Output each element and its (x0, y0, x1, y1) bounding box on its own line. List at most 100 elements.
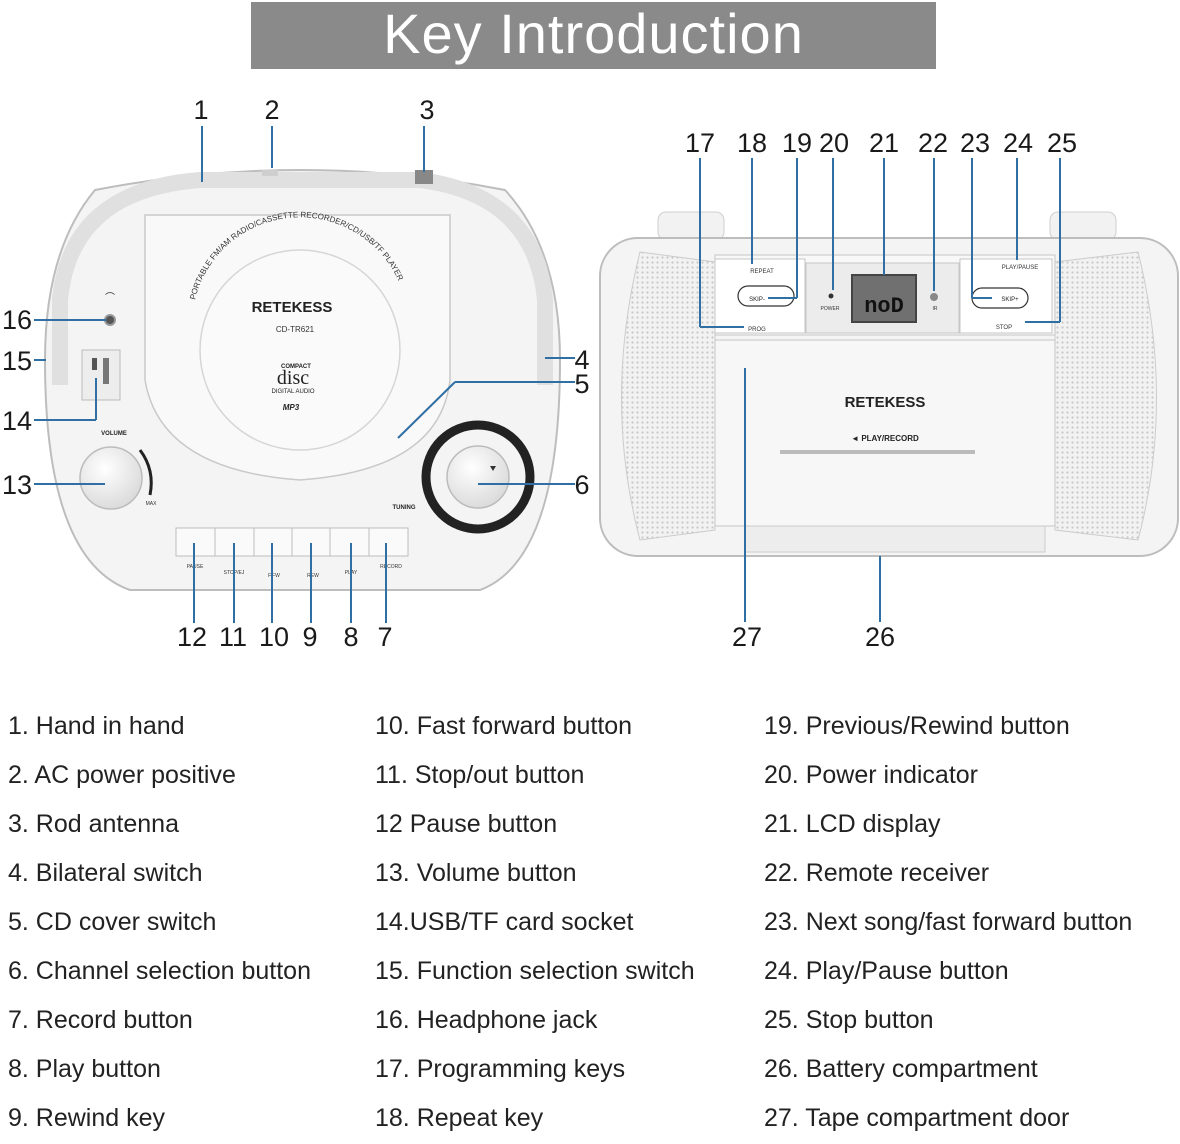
legend-item: 20. Power indicator (764, 761, 979, 789)
callout-11: 11 (219, 622, 247, 652)
play-button[interactable] (329, 527, 370, 557)
callout-23: 23 (960, 128, 990, 158)
callout-8: 8 (343, 622, 358, 652)
pause-button[interactable] (175, 527, 216, 557)
legend-item: 8. Play button (8, 1055, 161, 1083)
ac-power-jack (262, 170, 278, 176)
right-unit: REPEAT SKIP- PROG POWER noD IR PLAY/PAUS… (599, 211, 1179, 557)
mp3-logo: MP3 (283, 403, 300, 412)
legend-item: 27. Tape compartment door (764, 1104, 1070, 1132)
tuning-dial-ring (421, 420, 535, 534)
legend-column-1: 1. Hand in hand 2. AC power positive 3. … (8, 700, 311, 1141)
headphone-jack-icon (104, 314, 116, 326)
handle (52, 172, 553, 385)
digital-audio-label: DIGITAL AUDIO (271, 389, 314, 395)
callout-25: 25 (1047, 128, 1077, 158)
leader-5b (397, 381, 456, 439)
legend-item: 12 Pause button (375, 810, 558, 838)
tape-window-slit (780, 450, 975, 454)
legend-item: 24. Play/Pause button (764, 957, 1009, 985)
callout-22: 22 (918, 128, 948, 158)
right-handle-knob-left (657, 211, 725, 241)
left-unit: PORTABLE FM/AM RADIO/CASSETTE RECORDER/C… (43, 169, 562, 591)
legend-item: 26. Battery compartment (764, 1055, 1038, 1083)
legend-item: 2. AC power positive (8, 761, 236, 789)
right-brand: RETEKESS (845, 394, 926, 411)
callout-15: 15 (2, 346, 32, 376)
legend-item: 22. Remote receiver (764, 859, 990, 887)
legend-item: 15. Function selection switch (375, 957, 695, 985)
volume-scale-arc (138, 449, 153, 496)
power-label: POWER (821, 306, 840, 312)
legend-item: 9. Rewind key (8, 1104, 166, 1132)
play-pause-label: PLAY/PAUSE (1002, 265, 1038, 271)
lcd-readout: noD (864, 294, 904, 319)
legend-item: 14.USB/TF card socket (375, 908, 634, 936)
callout-2: 2 (264, 95, 279, 125)
skip-minus-button[interactable] (737, 285, 795, 307)
cd-lid-circle (199, 249, 401, 451)
legend-item: 17. Programming keys (375, 1055, 626, 1083)
callout-20: 20 (819, 128, 849, 158)
callout-24: 24 (1003, 128, 1033, 158)
tf-slot-icon (103, 358, 109, 384)
tuning-label: TUNING (393, 505, 416, 511)
volume-knob[interactable] (79, 446, 143, 510)
legend-item: 1. Hand in hand (8, 712, 185, 740)
callout-3: 3 (419, 95, 434, 125)
legend-item: 18. Repeat key (375, 1104, 544, 1132)
headphone-symbol-icon: ⌒ (105, 292, 115, 304)
legend-item: 19. Previous/Rewind button (764, 712, 1070, 740)
left-brand: RETEKESS (252, 299, 333, 316)
callout-7: 7 (377, 622, 392, 652)
legend-item: 25. Stop button (764, 1006, 934, 1034)
callout-12: 12 (177, 622, 207, 652)
legend-item: 21. LCD display (764, 810, 941, 838)
callout-10: 10 (259, 622, 289, 652)
callout-19: 19 (782, 128, 812, 158)
lcd-display (851, 274, 917, 323)
antenna (415, 170, 433, 184)
tuning-knob[interactable] (446, 445, 510, 509)
skip-minus-label: SKIP- (749, 297, 765, 303)
callout-16: 16 (2, 305, 32, 335)
battery-compartment (744, 525, 1046, 553)
callout-4: 4 (574, 345, 589, 375)
legend-item: 11. Stop/out button (375, 761, 585, 789)
legend-item: 16. Headphone jack (375, 1006, 598, 1034)
pause-label: PAUSE (187, 564, 204, 570)
repeat-label: REPEAT (750, 269, 774, 275)
record-button[interactable] (368, 527, 409, 557)
legend-item: 4. Bilateral switch (8, 859, 203, 887)
legend-item: 7. Record button (8, 1006, 193, 1034)
disc-logo: disc (277, 367, 309, 389)
title-banner: Key Introduction (251, 2, 936, 69)
ir-label: IR (933, 306, 938, 312)
rewind-label: REW (307, 573, 319, 579)
callout-26: 26 (865, 622, 895, 652)
cassette-door[interactable] (714, 339, 1056, 527)
play-record-label: ◄ PLAY/RECORD (851, 434, 919, 443)
legend-item: 13. Volume button (375, 859, 577, 887)
callout-1: 1 (193, 95, 208, 125)
callout-numbers: 1 2 3 4 5 6 7 8 9 10 11 12 13 14 15 16 1… (2, 95, 1077, 652)
compact-label: COMPACT (281, 364, 311, 370)
usb-port-icon (92, 358, 97, 370)
usb-tf-socket (81, 349, 121, 401)
transport-buttons: PAUSE STOP/EJ F.FW REW PLAY RECORD (175, 527, 409, 579)
legend-item: 3. Rod antenna (8, 810, 179, 838)
left-speaker-grille (621, 251, 716, 541)
power-indicator-icon (828, 293, 834, 299)
callout-14: 14 (2, 406, 32, 436)
legend-column-3: 19. Previous/Rewind button 20. Power ind… (764, 700, 1132, 1141)
callout-18: 18 (737, 128, 767, 158)
fast-forward-label: F.FW (268, 573, 280, 579)
skip-plus-label: SKIP+ (1001, 297, 1019, 303)
max-label: MAX (146, 501, 158, 507)
prog-label: PROG (748, 327, 766, 333)
ir-receiver-icon (930, 293, 938, 301)
leader-lines (34, 126, 1061, 623)
page-title: Key Introduction (383, 2, 804, 65)
record-label: RECORD (380, 564, 402, 570)
legend-item: 23. Next song/fast forward button (764, 908, 1133, 936)
